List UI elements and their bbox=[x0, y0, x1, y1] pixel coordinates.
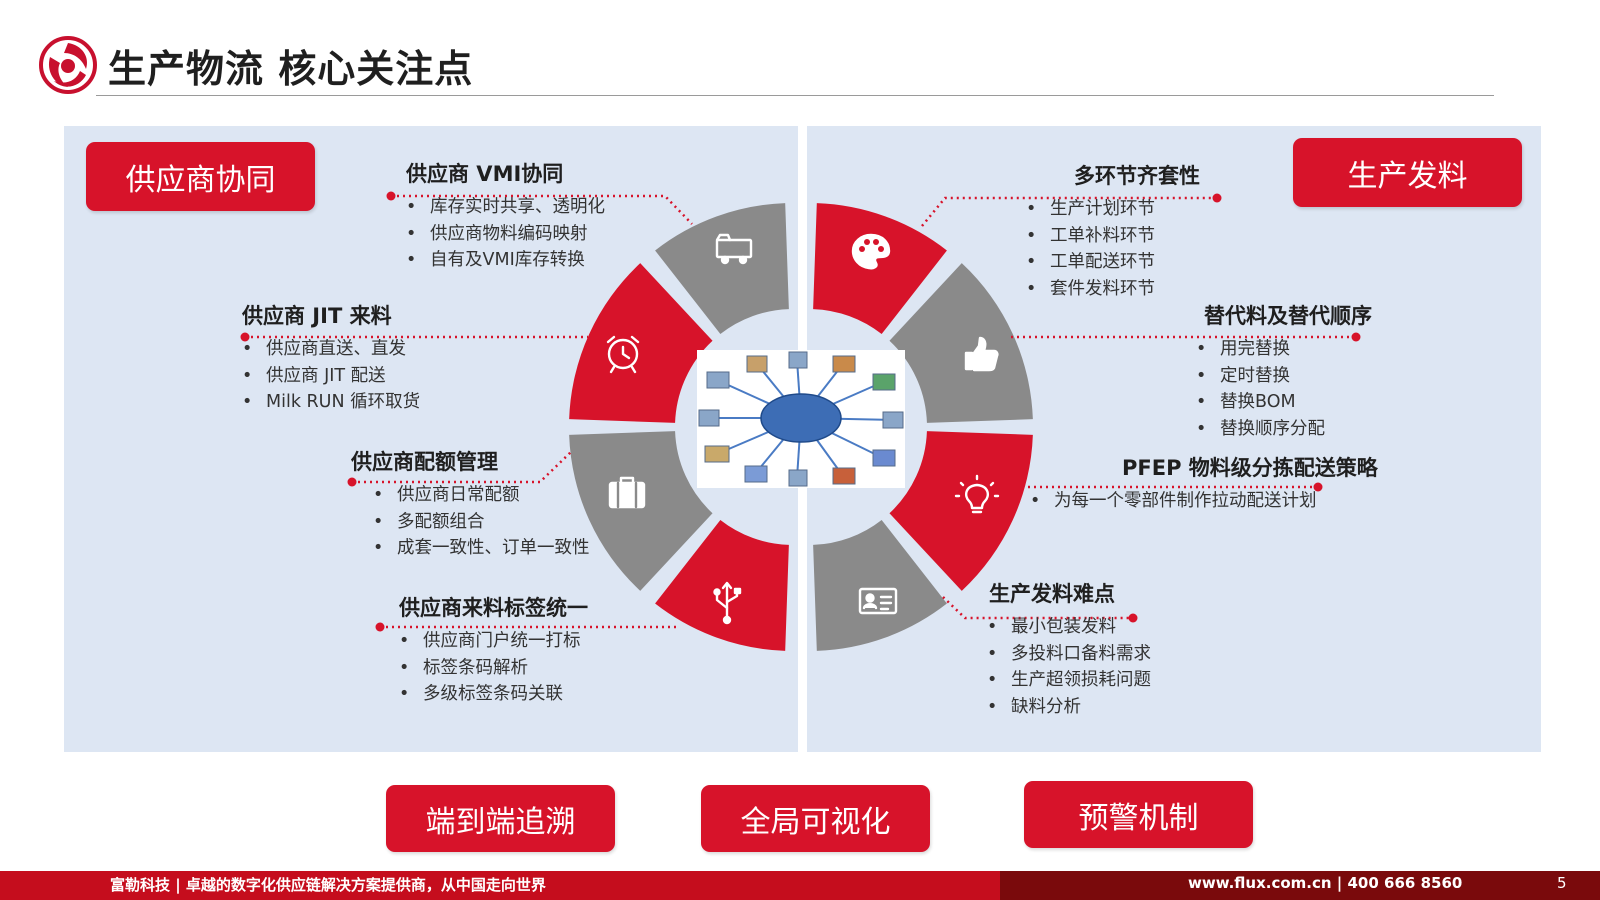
id-card-icon bbox=[858, 587, 898, 615]
page-number: 5 bbox=[1557, 874, 1567, 892]
list-item: •供应商日常配额 bbox=[373, 485, 520, 505]
pfep-block: PFEP 物料级分拣配送策略 •为每一个零部件制作拉动配送计划 bbox=[1030, 454, 1378, 515]
difficulty-title: 生产发料难点 bbox=[989, 582, 1115, 606]
connector-kitting bbox=[921, 196, 1217, 227]
connector-dot bbox=[1313, 482, 1323, 492]
emarketplace-hub-image bbox=[697, 350, 905, 488]
production-issue-tag: 生产发料 bbox=[1293, 138, 1522, 207]
end-to-end-trace-button[interactable]: 端到端追溯 bbox=[386, 785, 615, 852]
connector-vmi bbox=[391, 194, 693, 225]
connector-dot bbox=[1351, 332, 1361, 342]
list-item: •替换BOM bbox=[1196, 392, 1296, 412]
list-item: •自有及VMI库存转换 bbox=[406, 250, 585, 270]
truck-icon bbox=[715, 233, 753, 265]
list-item: •供应商 JIT 配送 bbox=[242, 365, 386, 386]
footer-slogan: 富勒科技 | 卓越的数字化供应链解决方案提供商，从中国走向世界 bbox=[110, 876, 546, 894]
list-item: •Milk RUN 循环取货 bbox=[242, 392, 421, 412]
alarm-clock-icon bbox=[606, 335, 640, 374]
connector-dot bbox=[1212, 193, 1222, 203]
list-item: •套件发料环节 bbox=[1026, 278, 1155, 299]
quota-title: 供应商配额管理 bbox=[351, 450, 498, 474]
ring-segment-difficulty bbox=[813, 519, 947, 651]
footer-dark-band bbox=[1000, 871, 1600, 900]
list-item: •多级标签条码关联 bbox=[399, 684, 563, 704]
ring-segment-quota bbox=[569, 431, 713, 591]
list-item: •工单补料环节 bbox=[1026, 225, 1155, 246]
list-item: •生产超领损耗问题 bbox=[987, 670, 1151, 690]
title-divider bbox=[96, 95, 1494, 96]
global-visualization-button[interactable]: 全局可视化 bbox=[701, 785, 930, 852]
substitute-title: 替代料及替代顺序 bbox=[1204, 304, 1372, 328]
briefcase-icon bbox=[608, 476, 646, 509]
kitting-block: 多环节齐套性 •生产计划环节 •工单补料环节 •工单配送环节 •套件发料环节 bbox=[1026, 162, 1200, 302]
connector-dot bbox=[375, 622, 385, 632]
company-logo-icon bbox=[39, 36, 97, 94]
footer-contact: www.flux.com.cn | 400 666 8560 bbox=[1188, 874, 1463, 892]
palette-icon bbox=[851, 233, 891, 270]
list-item: •定时替换 bbox=[1196, 365, 1290, 386]
connector-dot bbox=[1128, 613, 1138, 623]
list-item: •供应商直送、直发 bbox=[242, 339, 406, 359]
list-item: •多投料口备料需求 bbox=[987, 643, 1151, 664]
jit-block: 供应商 JIT 来料 •供应商直送、直发 •供应商 JIT 配送 •Milk R… bbox=[242, 302, 420, 416]
vmi-title: 供应商 VMI协同 bbox=[406, 162, 564, 186]
difficulty-block: 生产发料难点 •最小包装发料 •多投料口备料需求 •生产超领损耗问题 •缺料分析 bbox=[987, 580, 1151, 720]
supplier-collaboration-panel bbox=[64, 126, 798, 752]
page-title: 生产物流 核心关注点 bbox=[108, 47, 474, 91]
substitute-block: 替代料及替代顺序 •用完替换 •定时替换 •替换BOM •替换顺序分配 bbox=[1196, 302, 1372, 442]
ring-segment-vmi bbox=[655, 203, 789, 335]
connector-dot bbox=[240, 332, 250, 342]
connector-dot bbox=[347, 477, 357, 487]
list-item: •成套一致性、订单一致性 bbox=[373, 538, 590, 558]
connector-dot bbox=[386, 191, 396, 201]
label-unify-title: 供应商来料标签统一 bbox=[399, 596, 588, 620]
list-item: •生产计划环节 bbox=[1026, 199, 1155, 219]
pfep-title: PFEP 物料级分拣配送策略 bbox=[1122, 456, 1378, 480]
label-unify-block: 供应商来料标签统一 •供应商门户统一打标 •标签条码解析 •多级标签条码关联 bbox=[399, 594, 588, 708]
list-item: •标签条码解析 bbox=[399, 657, 528, 678]
ring-segment-kitting bbox=[813, 203, 947, 335]
list-item: •替换顺序分配 bbox=[1196, 418, 1325, 439]
jit-title: 供应商 JIT 来料 bbox=[242, 304, 392, 328]
kitting-title: 多环节齐套性 bbox=[1074, 164, 1200, 188]
list-item: •用完替换 bbox=[1196, 339, 1290, 359]
list-item: •为每一个零部件制作拉动配送计划 bbox=[1030, 491, 1317, 511]
usb-icon bbox=[713, 581, 742, 625]
thumbs-up-icon bbox=[964, 336, 999, 372]
ring-segment-jit bbox=[569, 263, 713, 423]
list-item: •缺料分析 bbox=[987, 696, 1081, 717]
list-item: •供应商门户统一打标 bbox=[399, 631, 581, 651]
quota-block: 供应商配额管理 •供应商日常配额 •多配额组合 •成套一致性、订单一致性 bbox=[351, 448, 590, 562]
vmi-block: 供应商 VMI协同 •库存实时共享、透明化 •供应商物料编码映射 •自有及VMI… bbox=[406, 160, 605, 274]
ring-segment-pfep bbox=[889, 431, 1033, 591]
list-item: •工单配送环节 bbox=[1026, 252, 1155, 272]
early-warning-button[interactable]: 预警机制 bbox=[1024, 781, 1253, 848]
list-item: •库存实时共享、透明化 bbox=[406, 197, 605, 217]
connector-difficulty bbox=[942, 596, 1133, 620]
footer-bar: 富勒科技 | 卓越的数字化供应链解决方案提供商，从中国走向世界 www.flux… bbox=[0, 871, 1600, 900]
supplier-collaboration-tag: 供应商协同 bbox=[86, 142, 315, 211]
ring-segment-label bbox=[655, 519, 789, 651]
connector-quota bbox=[352, 449, 574, 484]
ring-segment-substitute bbox=[889, 263, 1033, 423]
list-item: •多配额组合 bbox=[373, 511, 485, 532]
list-item: •供应商物料编码映射 bbox=[406, 223, 588, 244]
list-item: •最小包装发料 bbox=[987, 617, 1116, 637]
lightbulb-icon bbox=[954, 474, 1000, 514]
